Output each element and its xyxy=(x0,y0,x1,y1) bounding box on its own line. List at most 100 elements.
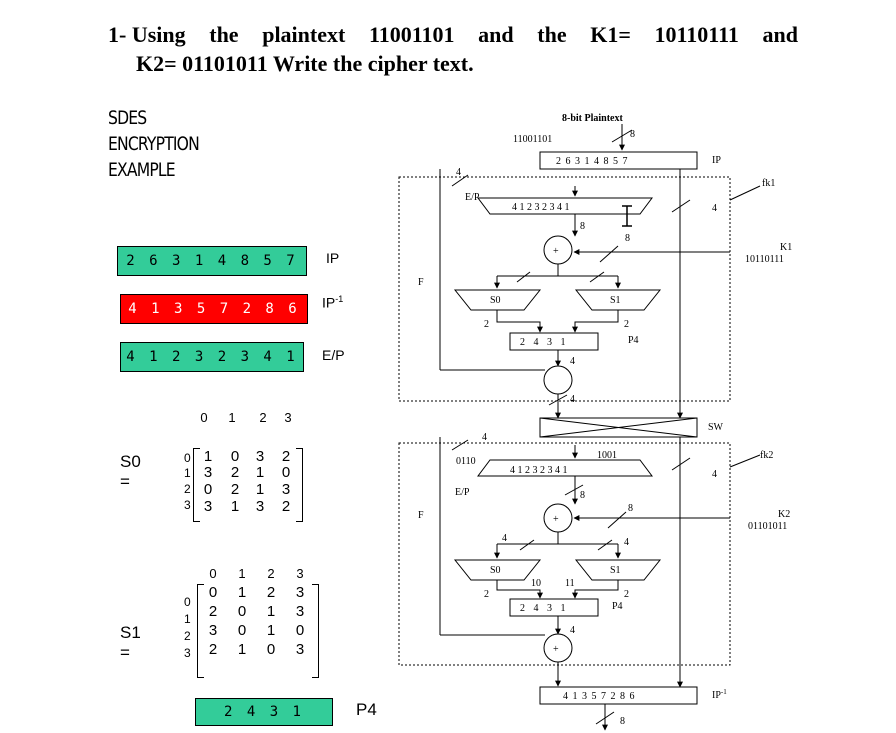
s0-cell: 0 xyxy=(230,448,240,465)
s1-cell: 1 xyxy=(237,584,247,601)
fk2-region xyxy=(398,442,731,666)
s1-right-bracket xyxy=(312,584,319,678)
fk1-s0-box xyxy=(453,289,542,311)
diagram-width-8: 8 xyxy=(630,129,635,140)
s1-cell: 0 xyxy=(295,622,305,639)
diagram-s1-output: 11 xyxy=(565,578,575,589)
s0-cell: 3 xyxy=(255,448,265,465)
diagram-k1-label: K1 xyxy=(780,242,792,253)
ip-inverse-superscript: -1 xyxy=(335,294,344,304)
s1-col-header: 1 xyxy=(238,566,246,581)
fk1-xor-2 xyxy=(543,365,573,395)
s0-cell: 3 xyxy=(203,498,213,515)
fk1-ep-box xyxy=(477,197,653,215)
ip-inverse-label: IP-1 xyxy=(322,294,343,311)
s1-cell: 1 xyxy=(266,622,276,639)
s1-row-header: 3 xyxy=(184,646,191,660)
p4-label: P4 xyxy=(356,700,377,719)
diagram-width-2: 2 xyxy=(484,319,489,330)
s0-cell: 3 xyxy=(255,498,265,515)
question-word: the xyxy=(537,22,567,47)
s0-col-header: 3 xyxy=(284,410,292,425)
diagram-width-4: 4 xyxy=(502,533,507,544)
s1-cell: 3 xyxy=(208,622,218,639)
diagram-plaintext-value: 11001101 xyxy=(513,134,552,145)
diagram-ipinv-sup: -1 xyxy=(721,688,727,696)
s0-col-header: 0 xyxy=(200,410,208,425)
xor-plus: + xyxy=(553,246,559,257)
s1-label: S1 = xyxy=(120,623,141,662)
diagram-width-8: 8 xyxy=(625,233,630,244)
s1-cell: 3 xyxy=(295,641,305,658)
ep-expansion-box: 4 1 2 3 2 3 4 1 xyxy=(120,342,304,372)
s1-cell: 2 xyxy=(208,641,218,658)
s1-cell: 3 xyxy=(295,584,305,601)
diagram-fk2-label: fk2 xyxy=(760,450,773,461)
diagram-width-4: 4 xyxy=(570,356,575,367)
fk2-p4-box xyxy=(509,598,599,617)
diagram-s1-label-2: S1 xyxy=(610,565,621,576)
s1-cell: 0 xyxy=(266,641,276,658)
question-word: K1= xyxy=(590,22,631,47)
s0-cell: 2 xyxy=(230,481,240,498)
diagram-width-4: 4 xyxy=(456,167,461,178)
question-word: plaintext xyxy=(262,22,346,47)
fk1-region xyxy=(398,176,731,402)
s0-cell: 3 xyxy=(281,481,291,498)
s0-cell: 2 xyxy=(281,498,291,515)
s1-col-header: 0 xyxy=(209,566,217,581)
s1-cell: 3 xyxy=(295,603,305,620)
s1-col-header: 2 xyxy=(267,566,275,581)
s1-cell: 2 xyxy=(208,603,218,620)
diagram-ipinv-box xyxy=(539,686,698,705)
s0-cell: 1 xyxy=(203,448,213,465)
s1-cell: 0 xyxy=(237,603,247,620)
diagram-width-4: 4 xyxy=(712,203,717,214)
diagram-width-4: 4 xyxy=(624,537,629,548)
fk2-ep-box xyxy=(477,459,653,477)
s1-cell: 1 xyxy=(266,603,276,620)
s1-row-header: 0 xyxy=(184,595,191,609)
s0-cell: 1 xyxy=(255,464,265,481)
diagram-s0-label-1: S0 xyxy=(490,295,501,306)
diagram-width-4: 4 xyxy=(482,432,487,443)
diagram-p4-values-1: 2 4 3 1 xyxy=(520,337,569,348)
s0-cell: 3 xyxy=(203,464,213,481)
fk2-s1-box xyxy=(574,559,662,581)
diagram-fk1-label: fk1 xyxy=(762,178,775,189)
diagram-width-8: 8 xyxy=(580,490,585,501)
diagram-width-4: 4 xyxy=(570,394,575,405)
diagram-plaintext-title: 8-bit Plaintext xyxy=(562,113,623,124)
s0-col-header: 1 xyxy=(228,410,236,425)
diagram-width-4: 4 xyxy=(570,625,575,636)
diagram-ep-values-2: 4 1 2 3 2 3 4 1 xyxy=(510,465,568,476)
s0-label: S0 = xyxy=(120,452,141,491)
s0-cell: 1 xyxy=(255,481,265,498)
diagram-ipinv-label: IP-1 xyxy=(712,688,727,701)
s0-row-header: 1 xyxy=(184,466,191,480)
s0-left-bracket xyxy=(193,448,200,522)
diagram-f-label-2: F xyxy=(418,510,424,521)
question-word: 10110111 xyxy=(654,22,739,47)
diagram-p4-label-2: P4 xyxy=(612,601,623,612)
diagram-ip-box xyxy=(539,151,698,170)
fk1-p4-box xyxy=(509,332,599,351)
xor-plus: + xyxy=(553,644,559,655)
s1-left-bracket xyxy=(197,584,204,678)
s1-cell: 1 xyxy=(237,641,247,658)
fk1-s1-box xyxy=(574,289,662,311)
s0-cell: 2 xyxy=(281,448,291,465)
xor-plus: + xyxy=(553,514,559,525)
diagram-width-2: 2 xyxy=(624,589,629,600)
diagram-s1-label-1: S1 xyxy=(610,295,621,306)
title-sdes: SDES xyxy=(108,107,147,129)
s0-right-bracket xyxy=(296,448,303,522)
ip-label: IP xyxy=(326,250,340,266)
fk2-s0-box xyxy=(453,559,542,581)
diagram-ip-label: IP xyxy=(712,155,721,166)
diagram-k2-label: K2 xyxy=(778,509,790,520)
question-text: 1- Using the plaintext 11001101 and the … xyxy=(108,20,798,78)
diagram-ip-values: 2 6 3 1 4 8 5 7 xyxy=(556,156,629,167)
s1-row-header: 2 xyxy=(184,629,191,643)
